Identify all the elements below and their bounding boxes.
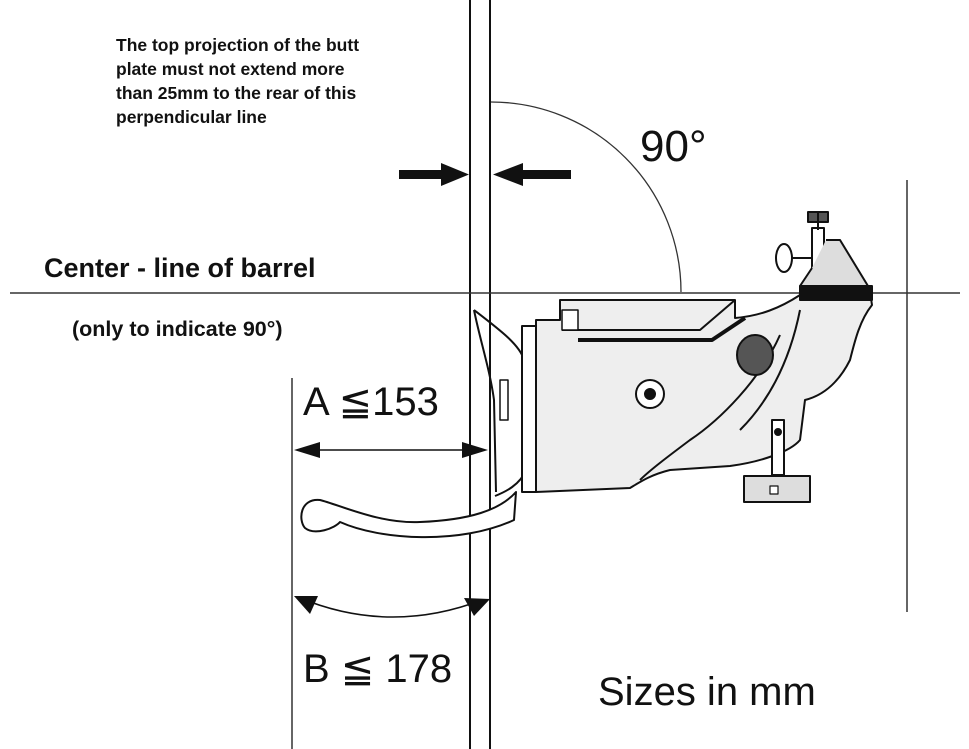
- dimension-b-arrow: [294, 596, 490, 618]
- dimension-a-arrow: [294, 442, 488, 458]
- right-angle-arc: [490, 101, 682, 293]
- dimension-b-label: B ≦ 178: [303, 647, 453, 691]
- units-label: Sizes in mm: [598, 670, 816, 714]
- right-arrow-icon: [493, 163, 571, 186]
- dimension-a-label: A ≦153: [303, 380, 439, 424]
- note-line: The top projection of the butt: [116, 35, 360, 55]
- left-arrow-icon: [399, 163, 469, 186]
- note-line: plate must not extend more: [116, 59, 345, 79]
- indicate-90-label: (only to indicate 90°): [72, 317, 283, 341]
- angle-label: 90°: [640, 122, 707, 171]
- rifle-stock-icon: [300, 211, 873, 539]
- note-line: than 25mm to the rear of this: [116, 83, 357, 103]
- centerline-label: Center - line of barrel: [44, 253, 316, 283]
- butt-plate-rule-note: The top projection of the butt plate mus…: [116, 33, 466, 129]
- note-line: perpendicular line: [116, 107, 267, 127]
